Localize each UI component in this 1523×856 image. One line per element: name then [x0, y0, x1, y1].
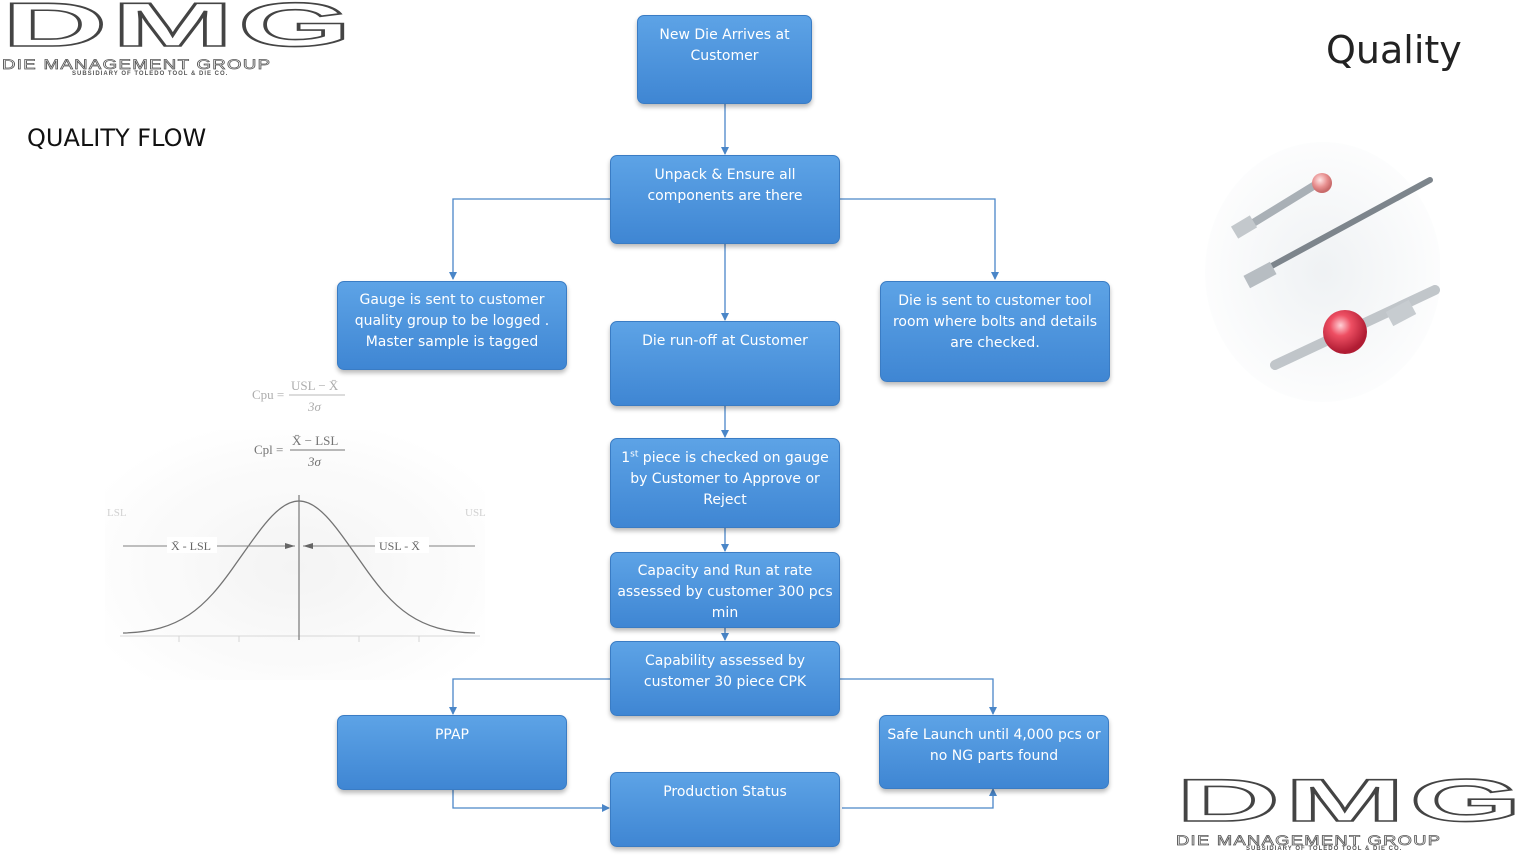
flow-box-new-die: New Die Arrives at Customer	[637, 15, 812, 104]
flow-box-production: Production Status	[610, 772, 840, 847]
logo-top: DMG DIE MANAGEMENT GROUP SUBSIDIARY OF T…	[0, 0, 357, 82]
logo-bottom-name: DIE MANAGEMENT GROUP	[1176, 832, 1442, 849]
flow-box-new-die-text: New Die Arrives at Customer	[659, 27, 790, 64]
usl-label: USL	[465, 507, 486, 519]
probe-needle	[1252, 177, 1433, 278]
slide-subtitle: QUALITY FLOW	[27, 124, 207, 152]
connector-unpack-to-gauge	[449, 198, 610, 280]
left-arrow-label: X̄ - LSL	[171, 539, 211, 553]
cpk-bell-curve-image: Cpu = USL − X̄ 3σ Cpl = X̄ − LSL 3σ LSL …	[105, 378, 486, 680]
flow-box-first-piece: 1st piece is checked on gauge by Custome…	[610, 438, 840, 528]
flow-box-production-text: Production Status	[663, 784, 787, 800]
logo-top-name: DIE MANAGEMENT GROUP	[2, 56, 272, 73]
connector-capability-to-ppap	[449, 678, 610, 715]
flow-box-gauge: Gauge is sent to customer quality group …	[337, 281, 567, 370]
flow-box-unpack: Unpack & Ensure all components are there	[610, 155, 840, 244]
left-arrow-head	[285, 543, 295, 549]
cpl-label: Cpl =	[254, 442, 283, 457]
connector-capability-to-safe	[840, 678, 997, 715]
right-arrow-label-bg	[375, 537, 429, 553]
cpl-numerator: X̄ − LSL	[292, 433, 338, 448]
logo-bottom: DMG DIE MANAGEMENT GROUP SUBSIDIARY OF T…	[1174, 766, 1523, 856]
logo-top-mark: DMG	[0, 0, 357, 61]
flow-box-runoff-text: Die run-off at Customer	[642, 333, 808, 349]
flow-box-first-piece-num: 1	[621, 450, 631, 466]
cpu-numerator: USL − X̄	[291, 378, 339, 393]
connector-unpack-to-die-sent	[840, 198, 999, 280]
flow-box-die-sent: Die is sent to customer tool room where …	[880, 281, 1110, 382]
probe-thread-2	[1243, 261, 1277, 289]
connector-production-to-safe	[842, 788, 997, 809]
logo-bottom-subsidiary: SUBSIDIARY OF TOLEDO TOOL & DIE CO.	[1246, 846, 1403, 852]
flow-box-first-piece-text: piece is checked on gauge by Customer to…	[630, 450, 829, 508]
logo-top-subsidiary: SUBSIDIARY OF TOLEDO TOOL & DIE CO.	[72, 71, 229, 77]
cpu-denominator: 3σ	[307, 399, 322, 414]
connector-ppap-to-production	[452, 790, 610, 812]
flow-box-capacity-text: Capacity and Run at rate assessed by cus…	[617, 563, 833, 621]
bell-curve-background	[105, 430, 485, 680]
cpl-denominator: 3σ	[307, 454, 322, 469]
flow-box-ppap: PPAP	[337, 715, 567, 790]
slide-title: Quality	[1326, 28, 1462, 72]
bell-curve	[122, 500, 476, 634]
flow-box-capability-text: Capability assessed by customer 30 piece…	[643, 653, 807, 690]
cpu-label: Cpu =	[252, 387, 284, 402]
flow-box-gauge-text: Gauge is sent to customer quality group …	[354, 292, 550, 350]
flow-box-safe-launch-text: Safe Launch until 4,000 pcs or no NG par…	[887, 727, 1101, 764]
logo-bottom-mark: DMG	[1174, 766, 1523, 835]
probe-thread-3	[1385, 299, 1417, 327]
flow-box-capability: Capability assessed by customer 30 piece…	[610, 641, 840, 716]
left-arrow-label-bg	[167, 537, 217, 553]
probe-thread-1	[1230, 215, 1258, 239]
flow-box-capacity: Capacity and Run at rate assessed by cus…	[610, 552, 840, 628]
probe-stylus-image	[1205, 142, 1440, 402]
flow-box-safe-launch: Safe Launch until 4,000 pcs or no NG par…	[879, 715, 1109, 789]
flow-box-die-sent-text: Die is sent to customer tool room where …	[892, 293, 1098, 351]
lsl-label: LSL	[107, 507, 127, 519]
right-arrow-head	[303, 543, 313, 549]
flow-box-ppap-text: PPAP	[434, 727, 469, 743]
flow-box-first-piece-sup: st	[630, 449, 639, 460]
probe-ball-1	[1312, 173, 1332, 193]
flow-box-unpack-text: Unpack & Ensure all components are there	[647, 167, 803, 204]
probe-ball-ruby	[1323, 310, 1367, 354]
probe-stem-1	[1241, 181, 1319, 232]
flow-box-runoff: Die run-off at Customer	[610, 321, 840, 406]
right-arrow-label: USL - X̄	[379, 539, 420, 553]
